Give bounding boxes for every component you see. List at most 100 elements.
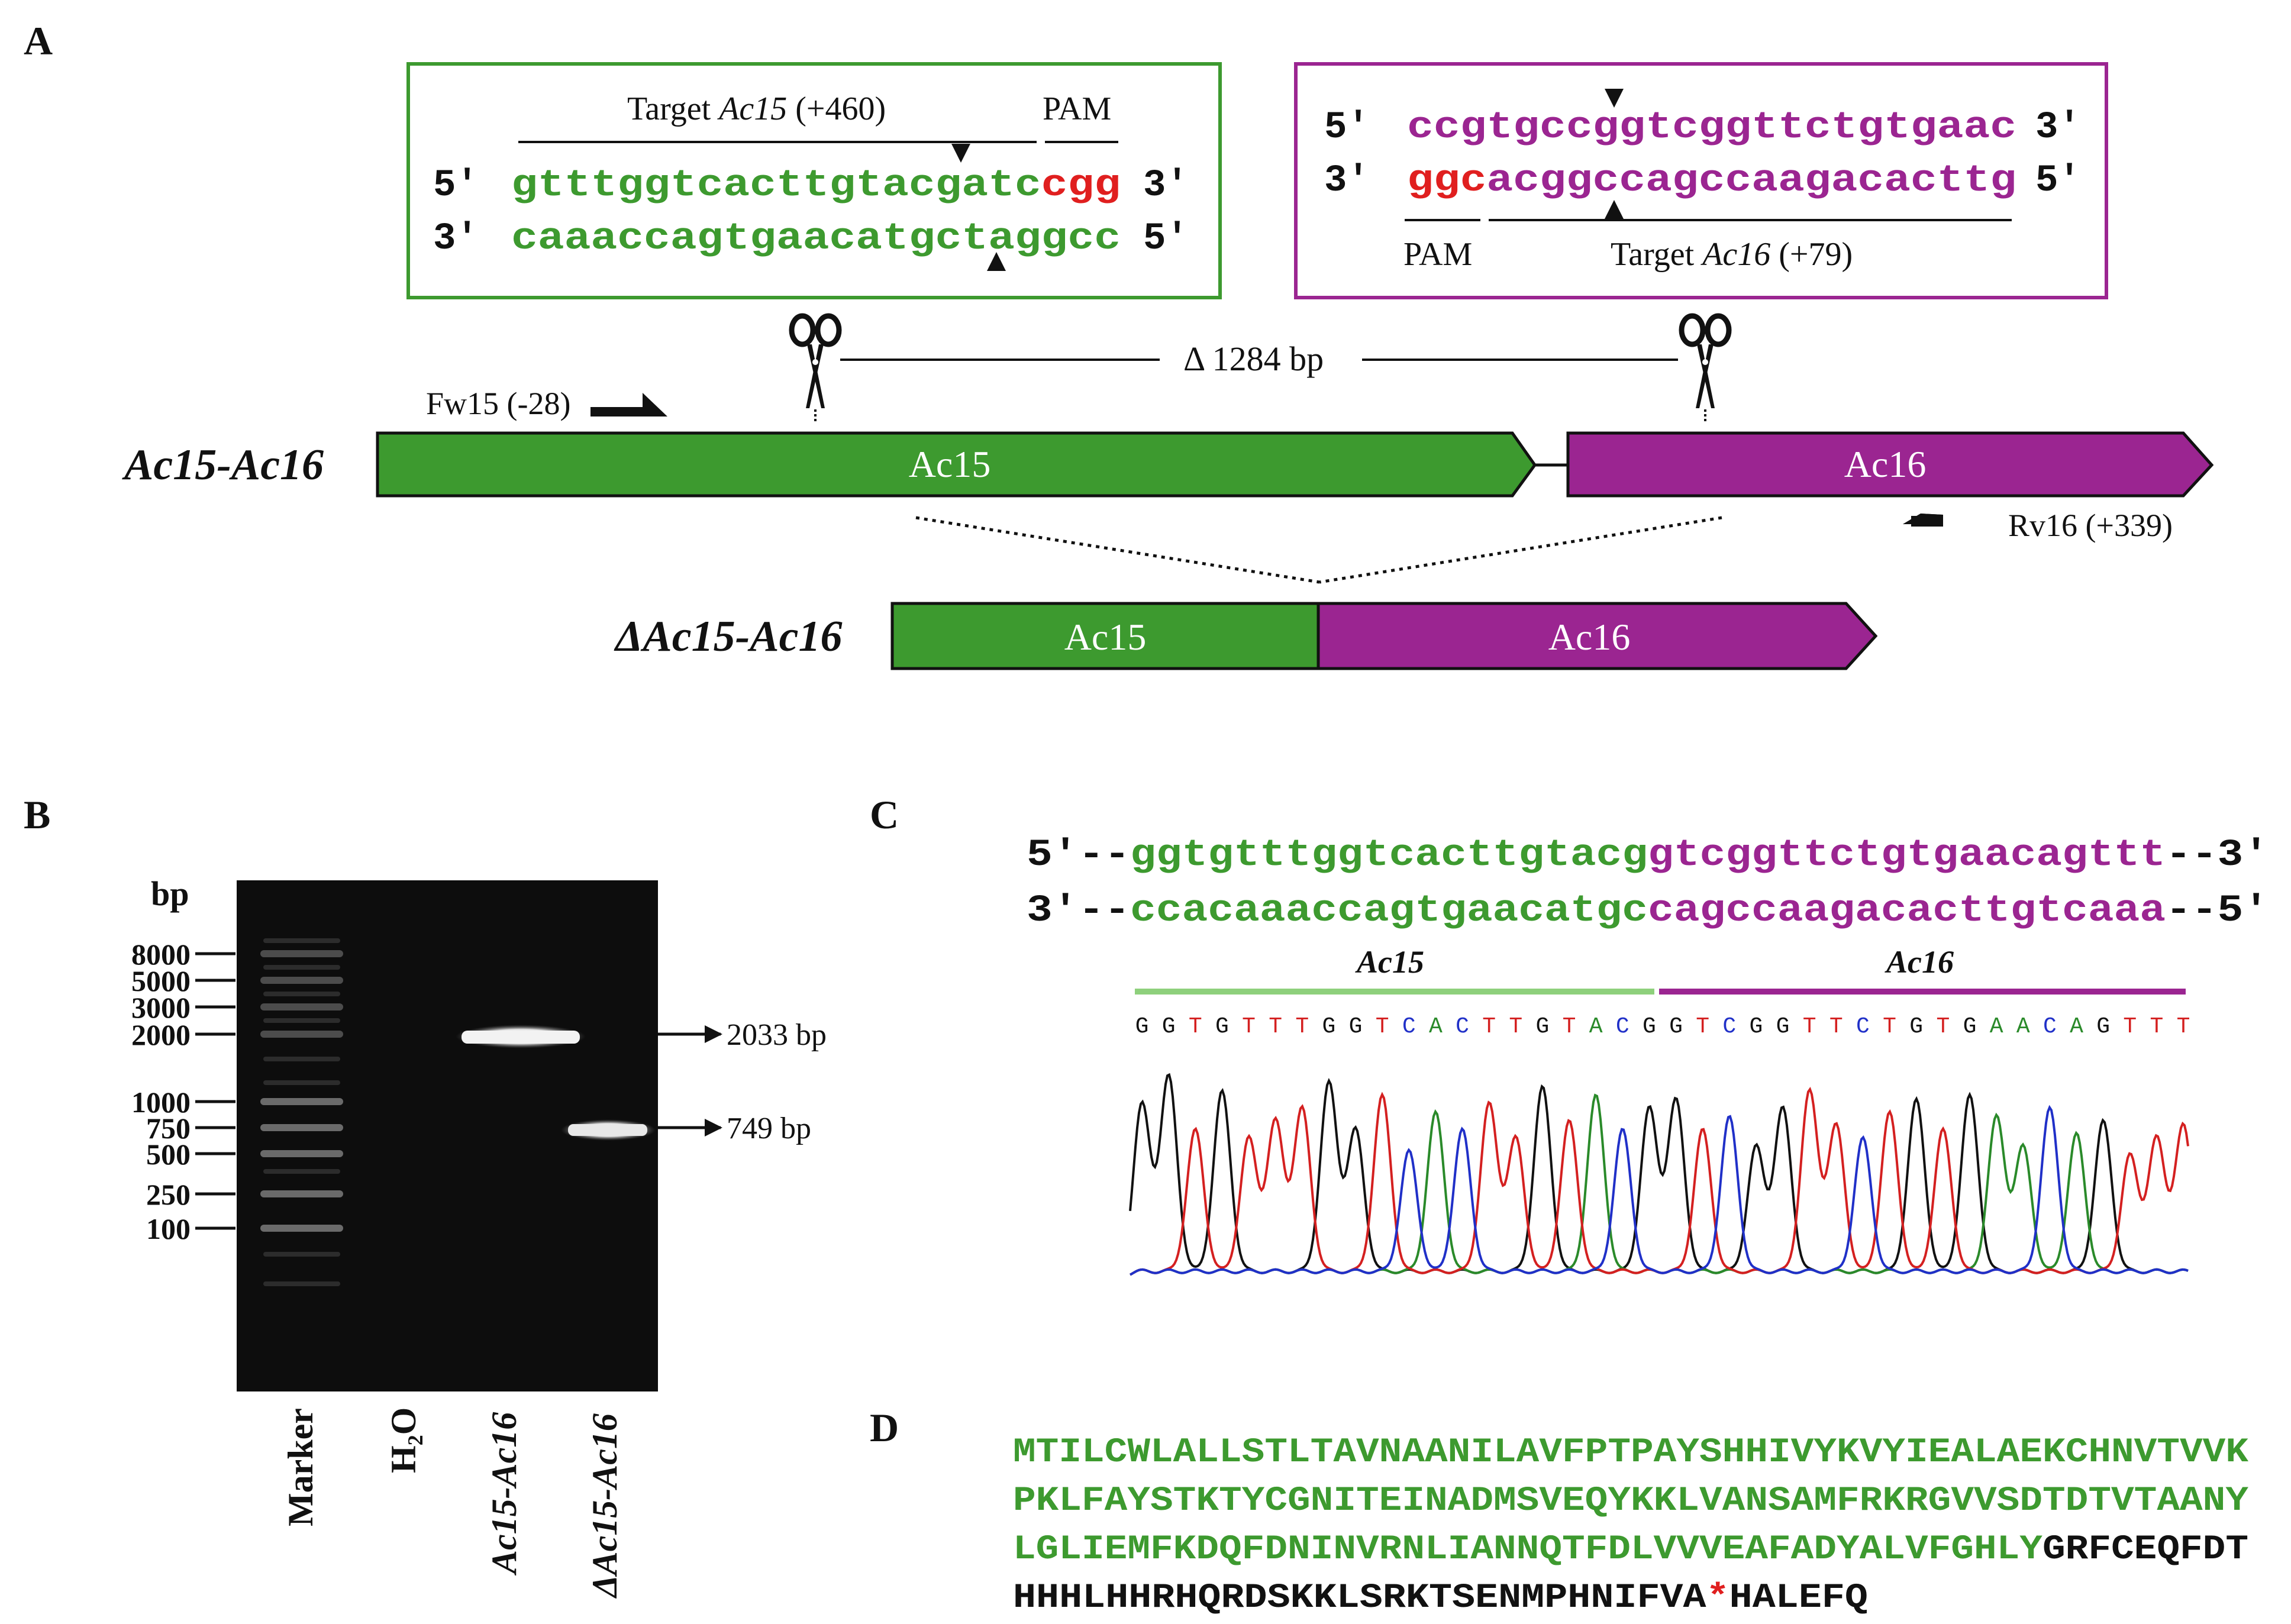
marker-band [260, 1124, 343, 1131]
base-call: T [1242, 1014, 1256, 1039]
ac15-cut-bottom-triangle [987, 252, 1006, 271]
lane-label-h2o: H₂O [384, 1407, 423, 1473]
lane-label-marker: Marker [281, 1408, 320, 1526]
base-call: T [1376, 1014, 1389, 1039]
deletion-dotted-right [1319, 516, 1722, 584]
mutant-ac16-label: Ac16 [1548, 616, 1631, 658]
band-2033-core [462, 1031, 580, 1044]
rv-primer-label: Rv16 (+339) [2008, 508, 2173, 543]
marker-band-faint [263, 992, 340, 996]
marker-band [260, 977, 343, 984]
base-call: T [1563, 1014, 1576, 1039]
base-call: G [1909, 1014, 1923, 1039]
marker-band-faint [263, 965, 340, 970]
band-749-core [568, 1124, 647, 1136]
marker-band [260, 1003, 343, 1010]
ac15-gene-label: Ac15 [909, 443, 991, 485]
base-call: C [1856, 1014, 1870, 1039]
ac15-bottom-sequence: caaaccagtgaacatgctaggcc [511, 218, 1121, 260]
base-call: G [2096, 1014, 2110, 1039]
bar-label-ac16: Ac16 [1885, 944, 1954, 980]
base-call: G [1643, 1014, 1656, 1039]
band-label-2033: 2033 bp [727, 1018, 827, 1052]
ac15-target-box: Target Ac15 (+460) PAM 5′ gtttggtcacttgt… [406, 62, 1222, 299]
base-call: A [2016, 1014, 2030, 1039]
fw-primer-arrow [591, 393, 667, 417]
wt-construct-label: Ac15-Ac16 [122, 441, 324, 489]
protein-line-2: PKLFAYSTKTYCGNITEINADMSVEQYKKLVANSAMFRKR… [1013, 1482, 2248, 1520]
base-call: A [1589, 1014, 1603, 1039]
base-call: T [1482, 1014, 1496, 1039]
base-call: T [1936, 1014, 1950, 1039]
marker-band [260, 1150, 343, 1157]
base-call: T [1295, 1014, 1309, 1039]
ladder-label: 500 [146, 1138, 191, 1171]
base-call: C [1722, 1014, 1736, 1039]
base-call: G [1750, 1014, 1763, 1039]
marker-band-faint [263, 1057, 340, 1061]
ac15-three-prime-top: 3′ [1143, 164, 1189, 207]
mutant-ac16-bar [1316, 602, 1878, 670]
ladder-label: 8000 [131, 938, 191, 971]
deletion-dotted-left [915, 516, 1320, 584]
ac15-gene-bar [376, 431, 1537, 498]
protein-line-3: LGLIEMFKDQFDNINVRNLIANNQTFDLVVVEAFADYALV… [1013, 1531, 2248, 1569]
ac16-three-prime-top: 3′ [2035, 106, 2081, 149]
ac15-cut-top-triangle [951, 144, 970, 163]
base-call: T [2177, 1014, 2190, 1039]
base-call: G [1669, 1014, 1683, 1039]
scissors-icon [789, 313, 842, 423]
base-call: T [1189, 1014, 1202, 1039]
base-call: A [1429, 1014, 1443, 1039]
ac16-target-label: Target Ac16 (+79) [1611, 236, 1853, 273]
ac16-cut-top-triangle [1605, 89, 1624, 108]
bp-unit-label: bp [151, 874, 189, 913]
panel-d-label: D [870, 1405, 899, 1450]
protein-line-4: HHHLHHRHQRDSKKLSRKTSENMPHNIFVA*HALEFQ [1013, 1579, 1868, 1617]
ac15-five-prime-bottom: 5′ [1143, 218, 1189, 260]
ac15-pam-label: PAM [1043, 91, 1111, 127]
base-call: T [1829, 1014, 1843, 1039]
ac15-five-prime-top: 5′ [433, 164, 479, 207]
fw-primer-label: Fw15 (-28) [426, 386, 570, 421]
base-call: G [1135, 1014, 1149, 1039]
marker-band [260, 1031, 343, 1038]
ac16-cut-bottom-triangle [1605, 200, 1624, 219]
trace-channel-C [1130, 1105, 2189, 1276]
base-call: G [1349, 1014, 1363, 1039]
chromatogram-trace [1129, 1073, 2189, 1276]
base-call: G [1322, 1014, 1335, 1039]
base-call: G [1963, 1014, 1977, 1039]
ac15-three-prime-bottom: 3′ [433, 218, 479, 260]
panel-c-label: C [870, 792, 899, 837]
ac16-pam-label: PAM [1403, 236, 1472, 273]
marker-band-faint [263, 1018, 340, 1023]
marker-band [260, 1098, 343, 1105]
base-call: T [1269, 1014, 1282, 1039]
base-call: C [1456, 1014, 1469, 1039]
lane-label-ac15-ac16: Ac15-Ac16 [485, 1412, 524, 1576]
ac16-three-prime-bottom: 3′ [1324, 160, 1370, 202]
ac16-gene-bar [1566, 431, 2214, 498]
panel-b-label: B [24, 792, 50, 837]
ladder-label: 100 [146, 1212, 191, 1245]
base-call: T [2150, 1014, 2163, 1039]
base-call: G [1536, 1014, 1550, 1039]
base-call: T [1803, 1014, 1816, 1039]
marker-band [260, 1225, 343, 1232]
band-label-749: 749 bp [727, 1112, 811, 1145]
ac16-gene-label: Ac16 [1844, 443, 1927, 485]
marker-band-faint [263, 1252, 340, 1257]
trace-channel-A [1130, 1093, 2189, 1276]
base-call: G [1162, 1014, 1176, 1039]
ladder-label: 1000 [131, 1086, 191, 1119]
ac16-top-sequence: ccgtgccggtcggttctgtgaac [1407, 106, 2016, 149]
base-call: G [1776, 1014, 1790, 1039]
